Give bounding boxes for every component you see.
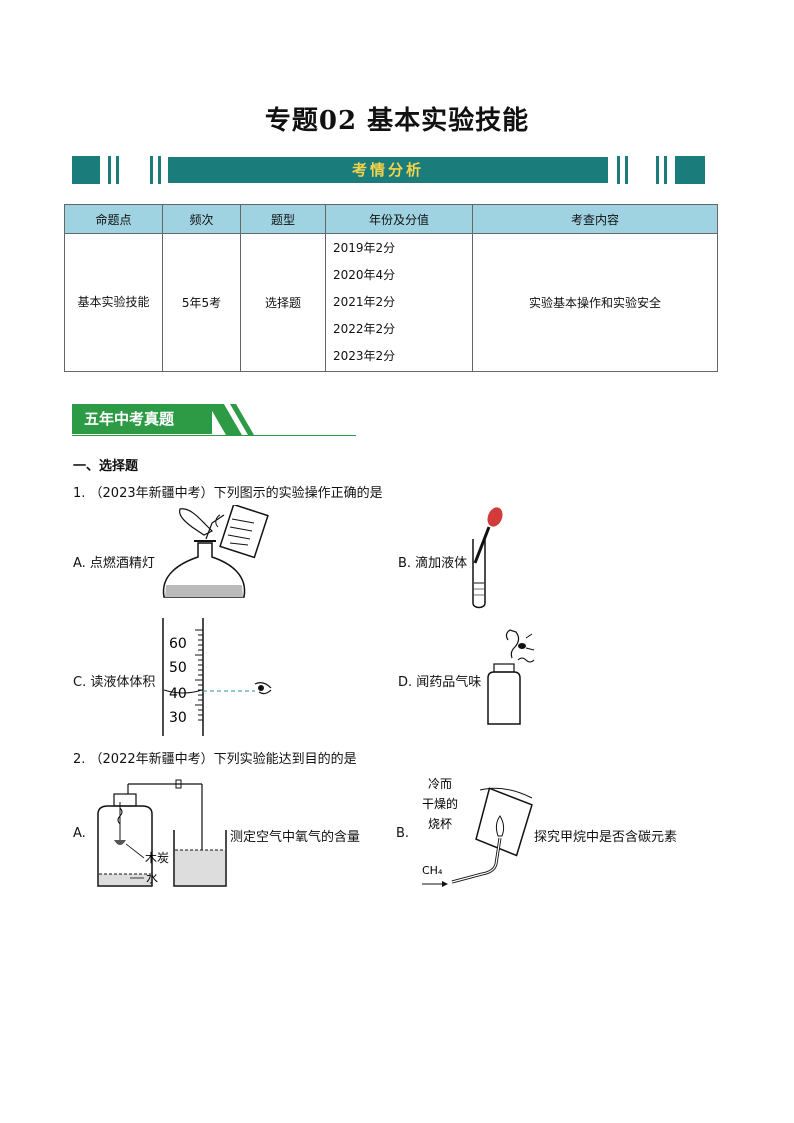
smell-reagent-image	[487, 629, 535, 725]
content-cell: 实验基本操作和实验安全	[472, 233, 718, 372]
banner-stripe	[625, 156, 628, 184]
page-title: 专题02 基本实验技能	[264, 106, 530, 136]
beaker-note: 干燥的	[422, 796, 458, 811]
beaker-note: 烧杯	[428, 817, 452, 831]
option-b-text: 探究甲烷中是否含碳元素	[534, 830, 678, 845]
years-cell: 2019年2分 2020年4分 2021年2分 2022年2分 2023年2分	[325, 233, 473, 372]
scale-label: 60	[169, 636, 187, 652]
scale-label: 40	[169, 686, 187, 702]
column-header: 题型	[240, 204, 326, 234]
year-score: 2021年2分	[333, 295, 396, 309]
option-a-text: 测定空气中氧气的含量	[230, 830, 361, 845]
column-header: 考查内容	[472, 204, 718, 234]
alcohol-lamp-image	[162, 505, 269, 598]
oxygen-content-apparatus-image: 木炭 水	[97, 779, 227, 887]
banner-left-block	[72, 156, 100, 184]
option-a-label: A.	[73, 826, 86, 841]
analysis-table: 命题点 频次 题型 年份及分值 考查内容 基本实验技能 5年5考 选择题 201…	[64, 204, 718, 372]
question-stem: 1. （2023年新疆中考）下列图示的实验操作正确的是	[73, 486, 383, 501]
graduated-cylinder-image: 60 50 40 30	[162, 618, 272, 736]
banner-stripe	[617, 156, 620, 184]
question-stem: 2. （2022年新疆中考）下列实验能达到目的的是	[73, 752, 357, 767]
year-score: 2022年2分	[333, 322, 396, 336]
banner-stripe	[656, 156, 659, 184]
methane-label: CH₄	[422, 864, 443, 877]
section-underline	[72, 435, 356, 436]
banner-label: 考情分析	[168, 157, 608, 183]
banner-stripe	[664, 156, 667, 184]
year-score: 2020年4分	[333, 268, 396, 282]
option-b-label: B.	[396, 826, 410, 841]
column-header: 频次	[162, 204, 241, 234]
topic-cell: 基本实验技能	[64, 233, 163, 372]
option-d-label: D. 闻药品气味	[398, 675, 482, 690]
scale-label: 30	[169, 710, 187, 726]
charcoal-label: 木炭	[145, 851, 169, 865]
section-slash-decoration	[208, 404, 254, 435]
frequency-cell: 5年5考	[162, 233, 241, 372]
option-a-label: A. 点燃酒精灯	[73, 556, 155, 571]
year-score: 2023年2分	[333, 349, 396, 363]
part-heading: 一、选择题	[73, 459, 139, 474]
scale-label: 50	[169, 660, 187, 676]
column-header: 命题点	[64, 204, 163, 234]
table-row: 基本实验技能 5年5考 选择题 2019年2分 2020年4分 2021年2分 …	[64, 233, 718, 372]
option-b-label: B. 滴加液体	[398, 556, 468, 571]
table-header-row: 命题点 频次 题型 年份及分值 考查内容	[64, 204, 718, 234]
banner-stripe	[108, 156, 111, 184]
section-header: 五年中考真题	[72, 404, 356, 438]
banner-stripe	[150, 156, 153, 184]
year-score: 2019年2分	[333, 241, 396, 255]
banner-right-block	[675, 156, 705, 184]
banner-stripe	[158, 156, 161, 184]
column-header: 年份及分值	[325, 204, 473, 234]
beaker-note: 冷而	[428, 777, 452, 791]
option-c-label: C. 读液体体积	[73, 675, 156, 690]
banner-stripe	[116, 156, 119, 184]
section-title: 五年中考真题	[72, 404, 212, 434]
analysis-banner: 考情分析	[72, 156, 705, 184]
type-cell: 选择题	[240, 233, 326, 372]
water-label: 水	[146, 871, 158, 885]
methane-test-apparatus-image: 冷而 干燥的 烧杯 CH₄	[422, 777, 533, 887]
dropper-tube-image	[472, 507, 503, 609]
